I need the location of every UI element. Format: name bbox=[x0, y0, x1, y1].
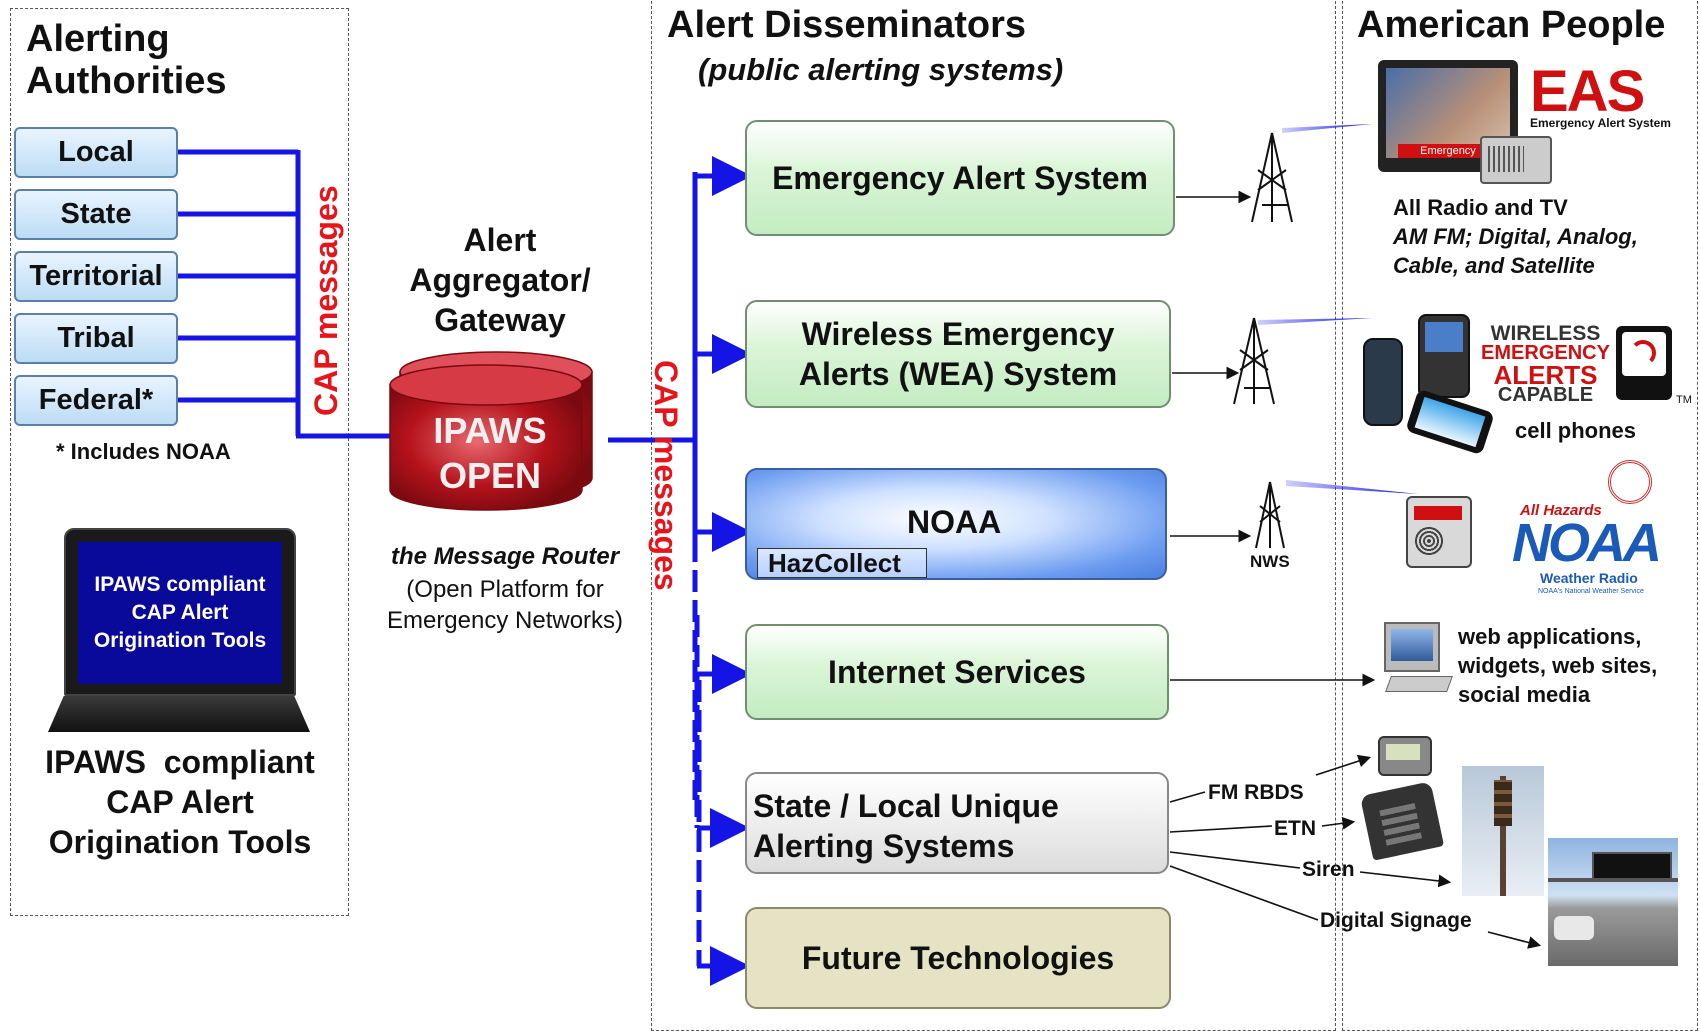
web-line-2: widgets, web sites, bbox=[1458, 653, 1658, 678]
radio-tv-line-3: Cable, and Satellite bbox=[1393, 253, 1595, 278]
fm-rbds-label: FM RBDS bbox=[1208, 781, 1304, 804]
laptop-caption: IPAWS compliant CAP Alert Origination To… bbox=[45, 744, 315, 860]
wea-signal-icon bbox=[1616, 326, 1672, 400]
internet-box[interactable]: Internet Services bbox=[745, 624, 1169, 720]
authorities-title: Alerting Authorities bbox=[26, 18, 227, 102]
phone-icon bbox=[1418, 314, 1470, 398]
future-box[interactable]: Future Technologies bbox=[745, 907, 1171, 1009]
radio-tv-line-1: All Radio and TV bbox=[1393, 195, 1568, 220]
noaa-logo-big: NOAA bbox=[1512, 513, 1662, 573]
noaa-signal-icon bbox=[1608, 460, 1652, 504]
noaa-label: NOAA bbox=[907, 504, 1002, 540]
authority-federal[interactable]: Federal* bbox=[14, 375, 178, 426]
people-title: American People bbox=[1357, 4, 1666, 46]
authority-tribal[interactable]: Tribal bbox=[14, 313, 178, 364]
noaa-box[interactable]: NOAA HazCollect bbox=[745, 468, 1167, 580]
authority-local[interactable]: Local bbox=[14, 127, 178, 178]
laptop-screen: IPAWS compliant CAP Alert Origination To… bbox=[78, 542, 282, 684]
eas-logo-big: EAS bbox=[1530, 59, 1645, 124]
laptop-base bbox=[48, 696, 310, 732]
wea-box[interactable]: Wireless Emergency Alerts (WEA) System bbox=[745, 300, 1171, 408]
noaa-logo-sub: Weather Radio bbox=[1540, 570, 1638, 586]
router-label: the Message Router bbox=[390, 543, 620, 570]
highway-sign-photo bbox=[1548, 838, 1678, 966]
router-desc-2: Emergency Networks) bbox=[386, 607, 624, 634]
cylinder-label-1: IPAWS bbox=[433, 410, 547, 451]
etn-label: ETN bbox=[1274, 817, 1316, 840]
keyboard-icon bbox=[1385, 676, 1453, 692]
wea-logo: WIRELESS EMERGENCY ALERTS CAPABLE TM bbox=[1478, 322, 1692, 406]
web-line-3: social media bbox=[1458, 682, 1591, 707]
digital-signage-label: Digital Signage bbox=[1320, 909, 1472, 932]
router-desc-1: (Open Platform for bbox=[406, 576, 604, 603]
weather-radio-icon bbox=[1406, 496, 1472, 568]
nws-label: NWS bbox=[1250, 552, 1290, 571]
noaa-logo: All Hazards NOAA Weather Radio NOAA's Na… bbox=[1510, 460, 1670, 600]
beam-icon bbox=[1282, 124, 1372, 133]
hazcollect-label[interactable]: HazCollect bbox=[757, 548, 927, 578]
wea-logo-1: WIRELESS bbox=[1490, 322, 1601, 345]
wea-logo-2: EMERGENCY bbox=[1481, 342, 1610, 364]
siren-photo bbox=[1462, 766, 1544, 896]
state-local-box[interactable]: State / Local Unique Alerting Systems bbox=[745, 772, 1169, 874]
web-line-1: web applications, bbox=[1458, 624, 1642, 649]
noaa-logo-tiny: NOAA's National Weather Service bbox=[1538, 588, 1644, 595]
tv-banner: Emergency bbox=[1398, 144, 1498, 158]
eas-logo: EAS Emergency Alert System bbox=[1530, 59, 1695, 130]
aggregator-title: Alert Aggregator/ Gateway bbox=[409, 222, 591, 338]
noaa-logo-top: All Hazards bbox=[1520, 502, 1602, 519]
authority-territorial[interactable]: Territorial bbox=[14, 251, 178, 302]
cylinder-label-2: OPEN bbox=[438, 455, 542, 496]
disseminators-subtitle: (public alerting systems) bbox=[698, 52, 1064, 87]
eas-logo-small: Emergency Alert System bbox=[1530, 116, 1671, 130]
laptop-screen-text: IPAWS compliant CAP Alert Origination To… bbox=[93, 573, 267, 652]
eas-box[interactable]: Emergency Alert System bbox=[745, 120, 1175, 236]
authority-state[interactable]: State bbox=[14, 189, 178, 240]
wea-logo-4: CAPABLE bbox=[1497, 384, 1594, 406]
wea-logo-3: ALERTS bbox=[1493, 360, 1598, 390]
radio-tv-line-2: AM FM; Digital, Analog, bbox=[1393, 224, 1638, 249]
wea-tm: TM bbox=[1676, 394, 1692, 406]
computer-icon bbox=[1384, 622, 1440, 672]
phone-icon bbox=[1363, 338, 1403, 426]
radio-icon bbox=[1480, 136, 1552, 184]
pager-icon bbox=[1378, 736, 1432, 776]
tv-icon: Emergency bbox=[1378, 60, 1518, 172]
disseminators-title: Alert Disseminators bbox=[667, 4, 1027, 46]
tower-icon bbox=[1233, 317, 1275, 405]
siren-label: Siren bbox=[1302, 858, 1355, 881]
cap-messages-right: CAP messages bbox=[648, 360, 684, 591]
cell-phones-label: cell phones bbox=[1515, 418, 1637, 443]
authorities-note: * Includes NOAA bbox=[56, 439, 231, 464]
tower-icon bbox=[1251, 132, 1293, 223]
tower-icon bbox=[1255, 481, 1285, 549]
laptop-icon: IPAWS compliant CAP Alert Origination To… bbox=[64, 528, 296, 696]
authorities-panel bbox=[10, 8, 349, 916]
cap-messages-left: CAP messages bbox=[308, 185, 344, 416]
